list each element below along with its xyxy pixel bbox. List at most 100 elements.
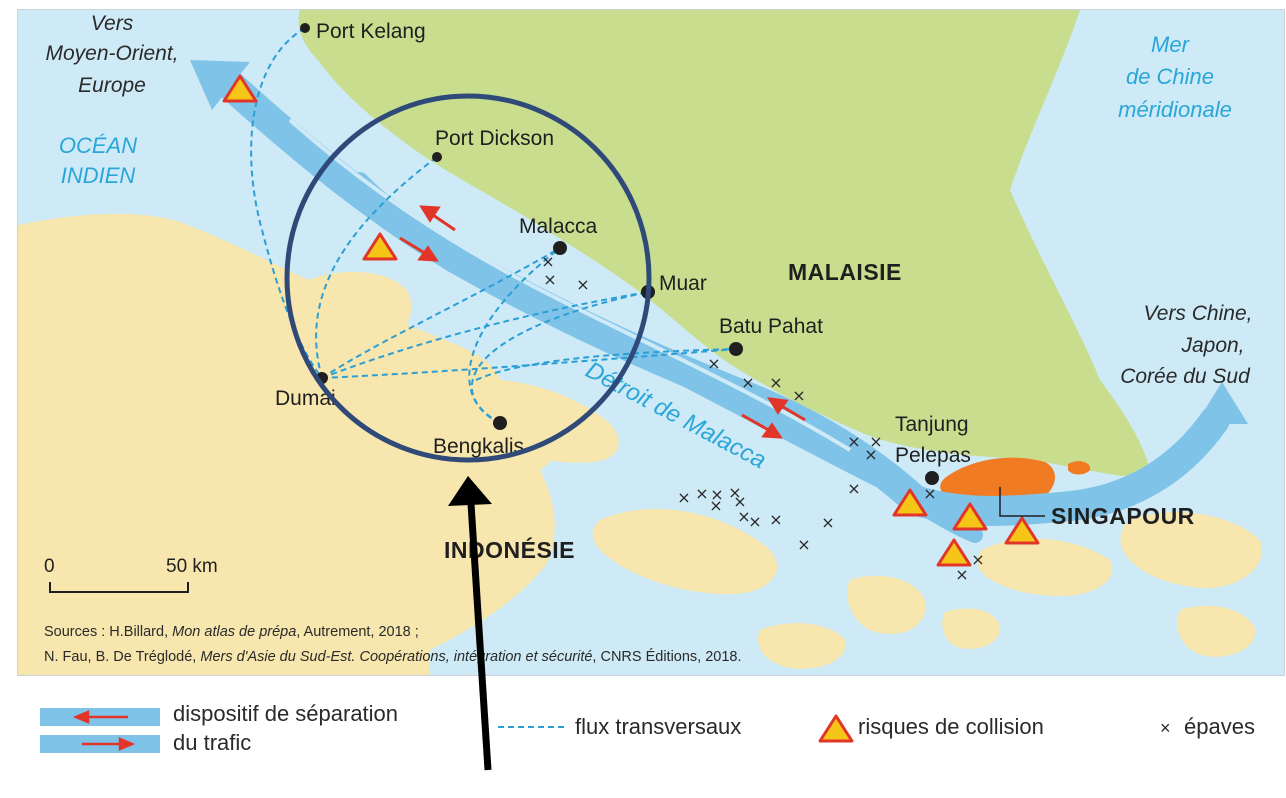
annotation-arrow-head	[448, 476, 492, 506]
svg-text:×: ×	[971, 550, 984, 569]
svg-text:×: ×	[792, 386, 805, 405]
land-riau-island-4	[1120, 512, 1262, 589]
label-east-line1: Vers Chine,	[1144, 302, 1253, 325]
svg-text:×: ×	[955, 565, 968, 584]
legend: dispositif de séparation du trafic flux …	[40, 701, 1255, 755]
land-riau-island-6	[942, 608, 1001, 649]
land-riau-island-1	[592, 509, 778, 595]
arrow-west-head	[190, 60, 250, 110]
sources-1-suffix: , Autrement, 2018 ;	[296, 624, 419, 640]
label-bengkalis: Bengkalis	[433, 435, 524, 458]
collision-triangle	[1004, 516, 1040, 545]
city-dots	[300, 23, 939, 485]
label-port-kelang: Port Kelang	[316, 20, 426, 43]
svg-text:×: ×	[707, 354, 720, 373]
city-dot-port-dickson	[432, 152, 442, 162]
annotation-arrow-line	[466, 487, 492, 771]
svg-text:×: ×	[728, 483, 741, 502]
singapore-leader-line	[999, 487, 1045, 517]
svg-text:×: ×	[769, 510, 782, 529]
city-dot-port-kelang	[300, 23, 310, 33]
city-dot-malacca	[553, 241, 567, 255]
highlight-circle	[284, 93, 652, 463]
label-west-line2: Moyen-Orient,	[45, 42, 178, 65]
label-west-line1: Vers	[91, 12, 134, 35]
svg-text:×: ×	[737, 507, 750, 526]
svg-text:×: ×	[543, 270, 556, 289]
legend-collision-swatch	[818, 714, 854, 743]
svg-text:×: ×	[710, 485, 723, 504]
label-malacca: Malacca	[519, 215, 598, 238]
label-muar: Muar	[659, 272, 707, 295]
traffic-arrows	[399, 205, 806, 439]
label-dumai: Dumai	[275, 387, 336, 410]
label-indonesie: INDONÉSIE	[444, 536, 575, 563]
legend-collision-label: risques de collision	[858, 714, 1044, 739]
collision-triangle	[222, 74, 258, 103]
svg-text:×: ×	[748, 512, 761, 531]
collision-triangle	[952, 502, 988, 531]
svg-text:×: ×	[695, 484, 708, 503]
label-singapour: SINGAPOUR	[1051, 503, 1195, 529]
flux-lines	[250, 27, 737, 424]
svg-text:×: ×	[576, 275, 589, 294]
label-east-line3: Corée du Sud	[1120, 365, 1251, 388]
label-mer-line1: Mer	[1151, 32, 1191, 57]
city-dot-bengkalis	[493, 416, 507, 430]
sources-1-title: Mon atlas de prépa	[172, 624, 296, 640]
city-dot-tanjung-pelepas	[925, 471, 939, 485]
label-west-line3: Europe	[78, 74, 146, 97]
svg-text:×: ×	[847, 479, 860, 498]
legend-tss-line1: dispositif de séparation	[173, 701, 398, 726]
svg-text:×: ×	[677, 488, 690, 507]
sources-2-title: Mers d'Asie du Sud-Est. Coopérations, in…	[200, 649, 592, 665]
legend-flux-label: flux transversaux	[575, 714, 741, 739]
label-port-dickson: Port Dickson	[435, 127, 554, 150]
svg-text:×: ×	[733, 492, 746, 511]
wreck-markers: ××× ××× ××× ×× ××× ××× ××× ××× ××	[541, 252, 984, 584]
scale-zero: 0	[44, 556, 55, 577]
label-ocean-line1: OCÉAN	[59, 133, 137, 158]
land-riau-island-2	[847, 575, 926, 635]
label-mer-line3: méridionale	[1118, 97, 1232, 122]
sources-2-prefix: N. Fau, B. De Tréglodé,	[44, 649, 200, 665]
svg-text:×: ×	[709, 496, 722, 515]
label-batu-pahat: Batu Pahat	[719, 315, 823, 338]
svg-text:×: ×	[869, 432, 882, 451]
svg-text:×: ×	[821, 513, 834, 532]
svg-text:×: ×	[741, 373, 754, 392]
lane-separation-line	[288, 118, 852, 452]
land-singapore-islet	[1068, 461, 1091, 475]
legend-wreck-label: épaves	[1184, 714, 1255, 739]
arrow-east-head	[1196, 382, 1248, 424]
sources-1-prefix: Sources : H.Billard,	[44, 624, 172, 640]
legend-tss-arrows	[72, 710, 136, 751]
svg-text:×: ×	[923, 484, 936, 503]
label-malaisie: MALAISIE	[788, 259, 902, 285]
land-singapore	[940, 457, 1056, 507]
collision-triangle	[936, 538, 972, 567]
label-mer-line2: de Chine	[1126, 64, 1214, 89]
label-ocean-line2: INDIEN	[61, 163, 136, 188]
collision-risk-markers	[222, 74, 1040, 567]
label-tanjung: Tanjung	[895, 413, 969, 436]
collision-triangle	[362, 232, 398, 261]
svg-text:×: ×	[847, 432, 860, 451]
legend-wreck-swatch: ×	[1160, 718, 1171, 738]
legend-tss-line2: du trafic	[173, 730, 251, 755]
scale-bar	[49, 582, 189, 593]
label-east-line2: Japon,	[1180, 334, 1244, 357]
collision-triangle	[892, 488, 928, 517]
svg-text:×: ×	[541, 252, 554, 271]
land-sumatra	[18, 213, 560, 675]
land-riau-island-7	[1176, 605, 1256, 657]
svg-text:×: ×	[797, 535, 810, 554]
land-malay-peninsula	[298, 10, 1150, 478]
scale-distance: 50 km	[166, 556, 218, 577]
land-bengkalis-island	[443, 379, 619, 463]
city-dot-batu-pahat	[729, 342, 743, 356]
label-pelepas: Pelepas	[895, 444, 971, 467]
sources-line-1: Sources : H.Billard, Mon atlas de prépa,…	[44, 624, 419, 640]
svg-text:×: ×	[769, 373, 782, 392]
